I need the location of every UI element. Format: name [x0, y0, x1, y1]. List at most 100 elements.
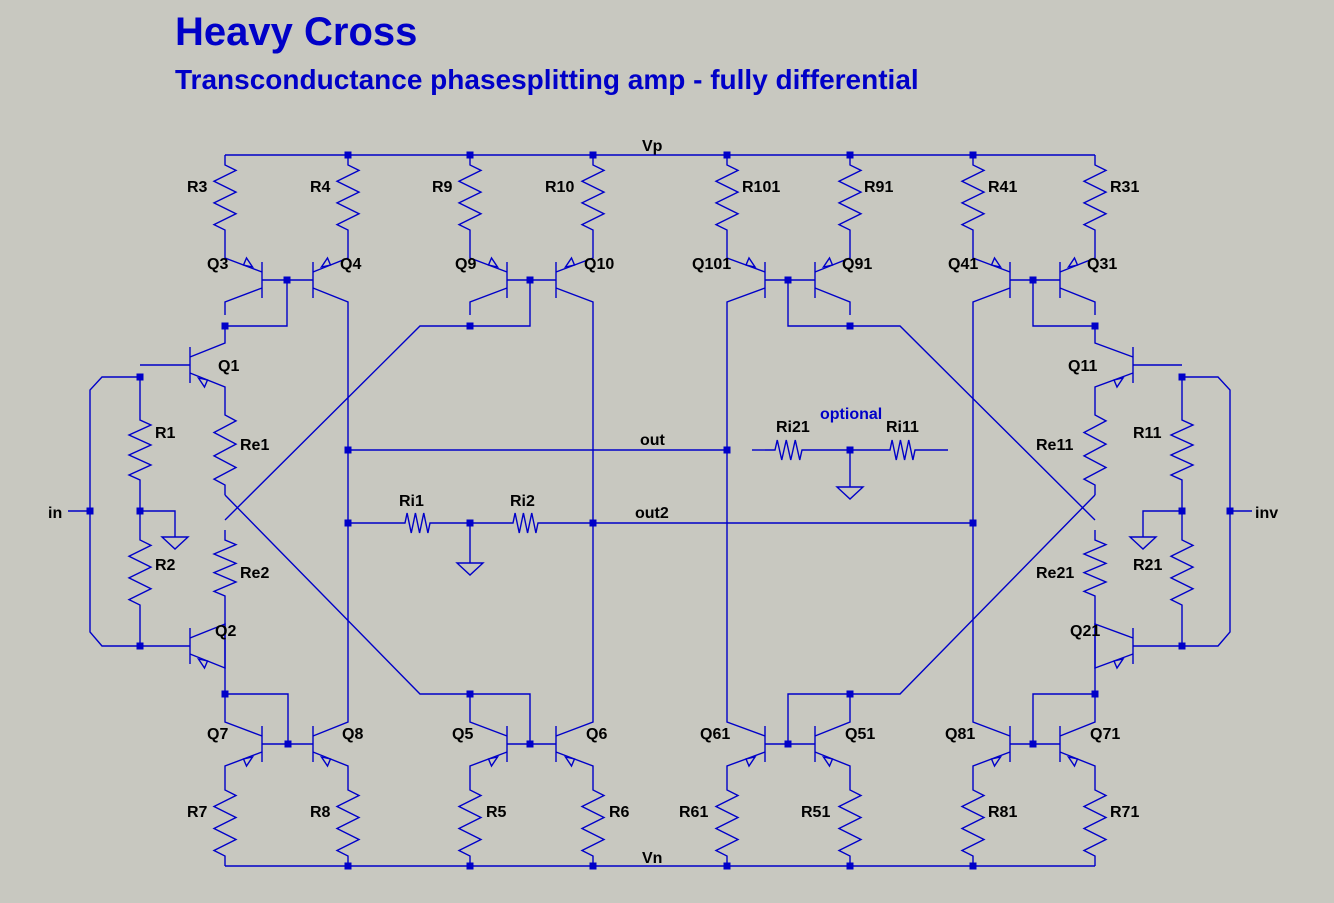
transistor-label: Q2 — [215, 623, 236, 640]
net-label-out: out — [640, 432, 666, 449]
transistor — [287, 240, 349, 315]
junction-dot — [589, 519, 597, 527]
mirror-link — [787, 693, 850, 744]
transistor — [1033, 240, 1096, 315]
transistor — [530, 240, 594, 315]
junction-dot — [969, 862, 977, 870]
transistor-label: Q1 — [218, 358, 239, 375]
junction-dot — [846, 690, 854, 698]
junction-dot — [466, 690, 474, 698]
junction-dot — [344, 519, 352, 527]
junction-dot — [284, 740, 292, 748]
net-label-out2: out2 — [635, 505, 669, 522]
transistor-label: Q5 — [452, 726, 473, 743]
resistor — [837, 780, 863, 866]
transistor — [726, 240, 788, 315]
mirror-link — [787, 280, 850, 327]
transistor-label: Q101 — [692, 256, 731, 273]
ground-symbol — [835, 486, 865, 500]
resistor — [1082, 530, 1108, 606]
resistor — [212, 405, 238, 495]
junction-dot — [1178, 642, 1186, 650]
input-loop — [89, 376, 140, 647]
resistor-label: R3 — [187, 179, 208, 196]
resistor-label: R8 — [310, 804, 331, 821]
transistor-label: Q31 — [1087, 256, 1117, 273]
junction-dot — [136, 507, 144, 515]
resistor-label: R41 — [988, 179, 1017, 196]
transistor — [1094, 606, 1182, 694]
resistor — [212, 780, 238, 866]
resistor-label: R9 — [432, 179, 453, 196]
junction-dot — [283, 276, 291, 284]
resistor — [960, 155, 986, 240]
junction-dot — [846, 862, 854, 870]
resistor — [335, 780, 361, 866]
resistor — [1082, 155, 1108, 240]
resistor-label: R11 — [1133, 425, 1162, 442]
transistor — [972, 240, 1033, 315]
resistor — [457, 155, 483, 240]
resistor-label: R51 — [801, 804, 830, 821]
resistor-label: R10 — [545, 179, 574, 196]
mirror-link — [470, 693, 531, 744]
transistor — [726, 694, 788, 780]
transistor — [972, 694, 1033, 780]
junction-dot — [221, 322, 229, 330]
optional-note: optional — [820, 406, 882, 423]
transistor-label: Q3 — [207, 256, 228, 273]
resistor — [127, 530, 153, 615]
net-label-vn: Vn — [642, 850, 662, 867]
transistor — [224, 240, 287, 315]
resistor — [212, 530, 238, 606]
resistor-label: R101 — [742, 179, 780, 196]
ground-link — [140, 510, 176, 522]
transistor-label: Q61 — [700, 726, 730, 743]
resistor-label: Re2 — [240, 565, 269, 582]
junction-dot — [1226, 507, 1234, 515]
transistor — [1033, 694, 1096, 780]
junction-dot — [723, 862, 731, 870]
transistor — [140, 606, 226, 694]
junction-dot — [466, 519, 474, 527]
resistor-label: Ri1 — [399, 493, 424, 510]
junction-dot — [136, 373, 144, 381]
junction-dot — [846, 446, 854, 454]
transistor-label: Q81 — [945, 726, 975, 743]
transistor-label: Q91 — [842, 256, 872, 273]
junction-dot — [466, 151, 474, 159]
wires — [68, 154, 1252, 867]
ground-symbol — [1128, 536, 1158, 550]
components — [127, 155, 1195, 866]
resistor-label: Ri11 — [886, 419, 919, 436]
junction-dot — [526, 740, 534, 748]
junction-dot — [723, 446, 731, 454]
resistor — [880, 439, 925, 461]
junction-dot — [1091, 322, 1099, 330]
resistor-label: R4 — [310, 179, 331, 196]
resistor — [457, 780, 483, 866]
resistor-label: R71 — [1110, 804, 1139, 821]
resistor — [1082, 405, 1108, 495]
resistor — [714, 155, 740, 240]
ground-symbol — [160, 536, 190, 550]
net-label-inv: inv — [1255, 505, 1278, 522]
resistor — [1082, 780, 1108, 866]
resistor — [714, 780, 740, 866]
resistor — [580, 780, 606, 866]
transistor-label: Q41 — [948, 256, 978, 273]
junction-dot — [589, 862, 597, 870]
junction-dot — [1029, 740, 1037, 748]
resistor — [503, 512, 548, 534]
transistor — [224, 694, 287, 780]
resistor — [1169, 410, 1195, 490]
transistor — [469, 240, 530, 315]
resistor-label: Ri2 — [510, 493, 535, 510]
junction-dot — [1029, 276, 1037, 284]
resistor-label: Re1 — [240, 437, 269, 454]
transistor — [788, 694, 851, 780]
transistor-label: Q51 — [845, 726, 875, 743]
resistor-label: R6 — [609, 804, 630, 821]
